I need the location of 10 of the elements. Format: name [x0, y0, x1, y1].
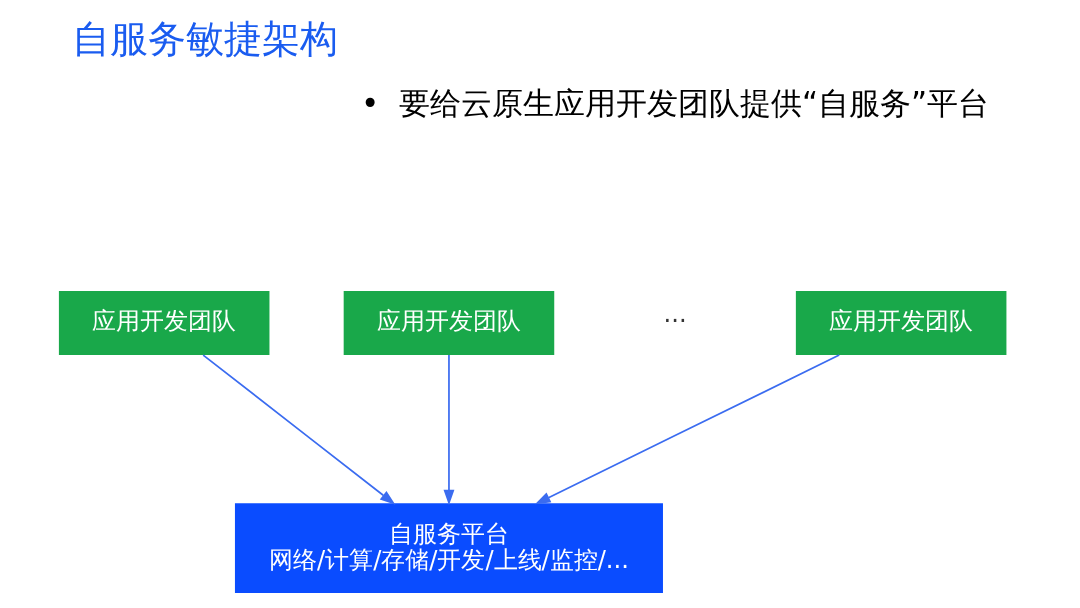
arrow: [534, 354, 841, 505]
node-box: 应用开发团队: [795, 291, 1007, 355]
node-box: 自服务平台 网络/计算/存储/开发/上线/监控/...: [234, 503, 663, 594]
diagram-title: 自服务敏捷架构: [71, 17, 338, 62]
arrow: [443, 354, 455, 506]
node-box: 应用开发团队: [58, 291, 270, 355]
label: ···: [663, 307, 687, 336]
label: • 要给云原生应用开发团队提供“自服务”平台: [360, 84, 990, 121]
arrow: [202, 354, 396, 505]
node-box: 应用开发团队: [343, 291, 555, 355]
